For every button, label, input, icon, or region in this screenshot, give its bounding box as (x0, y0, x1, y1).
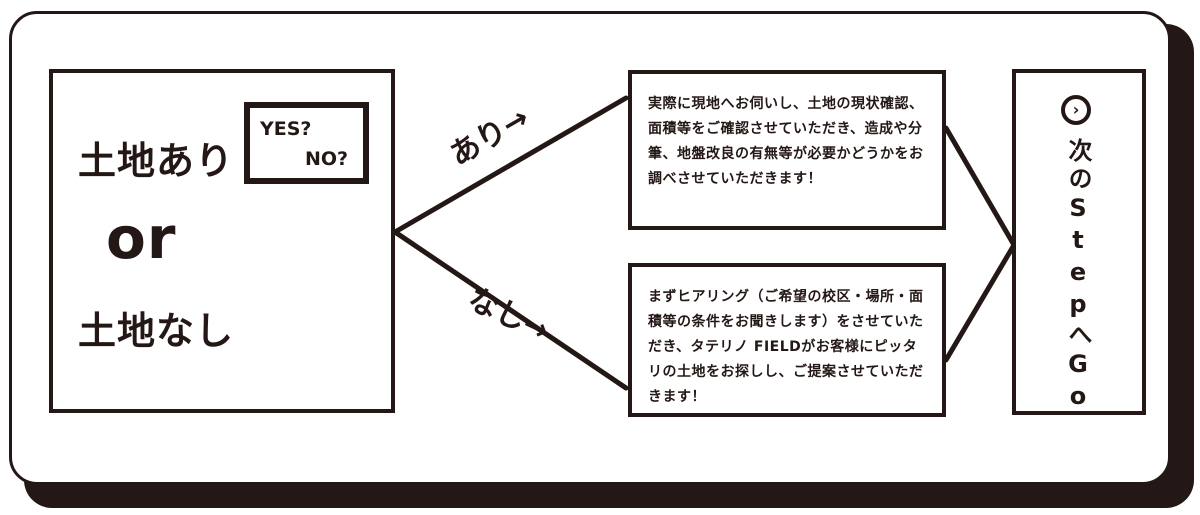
sign-yes-text: YES? (260, 118, 312, 140)
branch-line-nashi (392, 229, 629, 391)
next-step-box[interactable] (1012, 69, 1146, 415)
message-box-ari: 実際に現地へお伺いし、土地の現状確認、面積等をご確認させていただき、造成や分筆、… (628, 70, 946, 230)
merge-line-ari (943, 125, 1017, 248)
sign-board (244, 102, 369, 184)
message-box-nashi: まずヒアリング（ご希望の校区・場所・面積等の条件をお聞きします）をさせていただき… (628, 263, 946, 417)
land-no-text: 土地なし (78, 309, 235, 353)
sign-no-text: NO? (305, 148, 349, 170)
chevron-right-icon[interactable]: › (1061, 95, 1091, 125)
merge-line-nashi (943, 242, 1017, 363)
land-yes-text: 土地あり (78, 139, 235, 183)
next-step-label[interactable]: 次のStepへGo (1064, 138, 1092, 414)
or-text: or (106, 204, 177, 272)
branch-line-ari (392, 95, 629, 235)
